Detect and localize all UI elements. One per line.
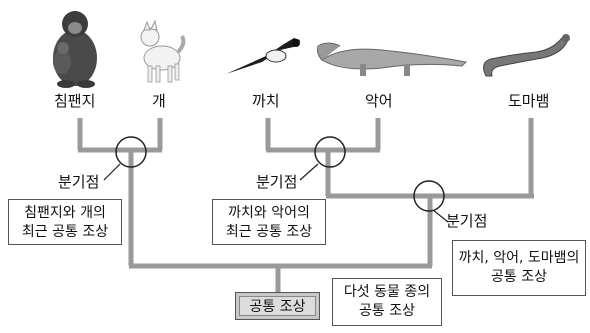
magpie-icon xyxy=(226,38,300,74)
species-label-lizard: 도마뱀 xyxy=(508,92,550,110)
branch-point-label-2: 분기점 xyxy=(256,173,298,191)
callout-magpie-crocodile: 까치와 악어의 최근 공통 조상 xyxy=(212,199,326,245)
callout-magpie-crocodile-lizard: 까치, 악어, 도마뱀의 공통 조상 xyxy=(452,240,586,296)
common-ancestor-label: 공통 조상 xyxy=(239,296,316,316)
species-label-crocodile: 악어 xyxy=(365,92,393,110)
callout-chimp-dog: 침팬지와 개의 최근 공통 조상 xyxy=(8,199,122,245)
branch-point-circle-1 xyxy=(115,136,147,168)
branch-point-circle-2 xyxy=(314,136,346,168)
leader-lines xyxy=(103,163,449,223)
species-label-chimpanzee: 침팬지 xyxy=(54,92,96,110)
callout-five-species: 다섯 동물 종의 공통 조상 xyxy=(332,278,442,326)
branch-point-circle-3 xyxy=(413,180,445,212)
crocodile-icon xyxy=(317,42,468,76)
branch-point-label-1: 분기점 xyxy=(58,173,100,191)
species-label-dog: 개 xyxy=(152,92,166,110)
common-ancestor-box: 공통 조상 xyxy=(235,292,320,320)
species-label-magpie: 까치 xyxy=(252,92,280,110)
lizard-icon xyxy=(483,34,570,77)
chimpanzee-icon xyxy=(53,11,97,88)
dog-icon xyxy=(140,19,186,83)
tree-branches xyxy=(77,118,534,292)
branch-point-label-3: 분기점 xyxy=(446,212,488,230)
